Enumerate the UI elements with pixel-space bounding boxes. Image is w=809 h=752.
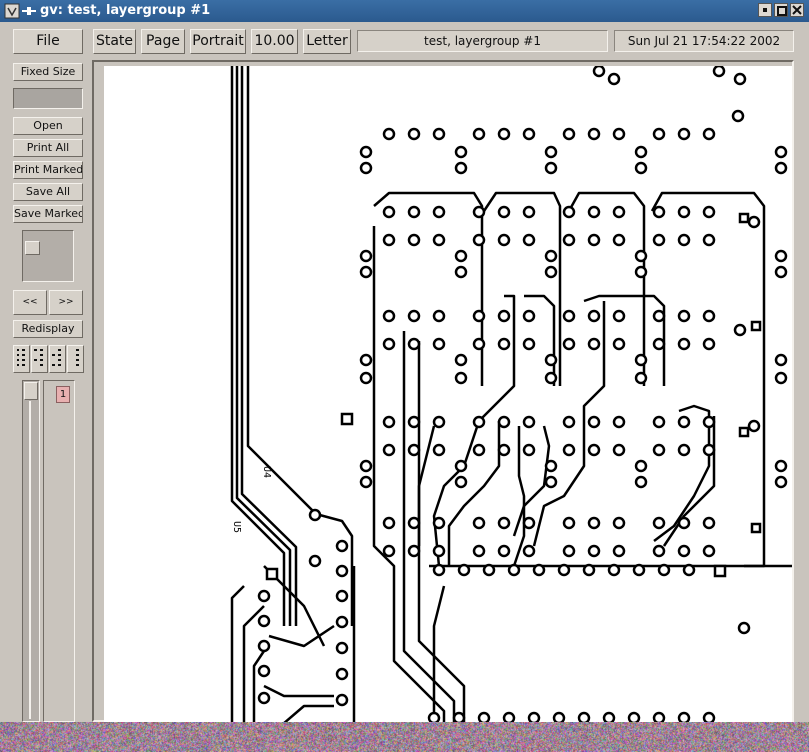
document-title-field: test, layergroup #1	[357, 30, 608, 52]
panner-handle[interactable]	[25, 241, 40, 255]
mark-odd-icon[interactable]	[31, 345, 48, 373]
print-marked-button[interactable]: Print Marked	[13, 161, 83, 179]
fixed-size-button[interactable]: Fixed Size	[13, 63, 83, 81]
save-marked-button[interactable]: Save Marked	[13, 205, 83, 223]
screen-artifact	[0, 722, 809, 752]
redisplay-button[interactable]: Redisplay	[13, 320, 83, 338]
page-list-scrollbar[interactable]	[22, 380, 40, 722]
page-list[interactable]: 1	[43, 380, 75, 722]
magnification-button[interactable]: 10.00	[251, 29, 298, 54]
title-bar: gv: test, layergroup #1	[0, 0, 809, 22]
svg-text:U4: U4	[261, 466, 272, 478]
minimize-icon[interactable]	[758, 3, 772, 17]
next-page-button[interactable]: >>	[49, 290, 83, 315]
viewer-scrollbar[interactable]	[796, 60, 809, 722]
pcb-layout-image: U4 U5	[104, 66, 792, 722]
svg-text:U5: U5	[231, 521, 242, 533]
mark-page-icon[interactable]	[13, 345, 30, 373]
prev-page-button[interactable]: <<	[13, 290, 47, 315]
media-button[interactable]: Letter	[303, 29, 351, 54]
document-date-field: Sun Jul 21 17:54:22 2002	[614, 30, 794, 52]
window-title: gv: test, layergroup #1	[40, 3, 210, 18]
unmark-icon[interactable]	[67, 345, 84, 373]
close-icon[interactable]	[790, 3, 804, 17]
shade-icon[interactable]	[22, 5, 36, 17]
save-all-button[interactable]: Save All	[13, 183, 83, 201]
mark-even-icon[interactable]	[49, 345, 66, 373]
page-list-item[interactable]: 1	[56, 386, 70, 403]
document-page[interactable]: U4 U5	[104, 66, 792, 722]
page-menu-button[interactable]: Page	[141, 29, 185, 54]
page-list-scroll-thumb[interactable]	[24, 382, 38, 400]
open-button[interactable]: Open	[13, 117, 83, 135]
state-menu-button[interactable]: State	[93, 29, 136, 54]
document-viewer[interactable]: U4 U5	[92, 60, 794, 722]
maximize-icon[interactable]	[774, 3, 788, 17]
panner[interactable]	[22, 230, 74, 282]
window-menu-icon[interactable]	[4, 3, 20, 19]
orientation-button[interactable]: Portrait	[190, 29, 246, 54]
status-field	[13, 88, 83, 109]
file-menu-button[interactable]: File	[13, 29, 83, 54]
print-all-button[interactable]: Print All	[13, 139, 83, 157]
